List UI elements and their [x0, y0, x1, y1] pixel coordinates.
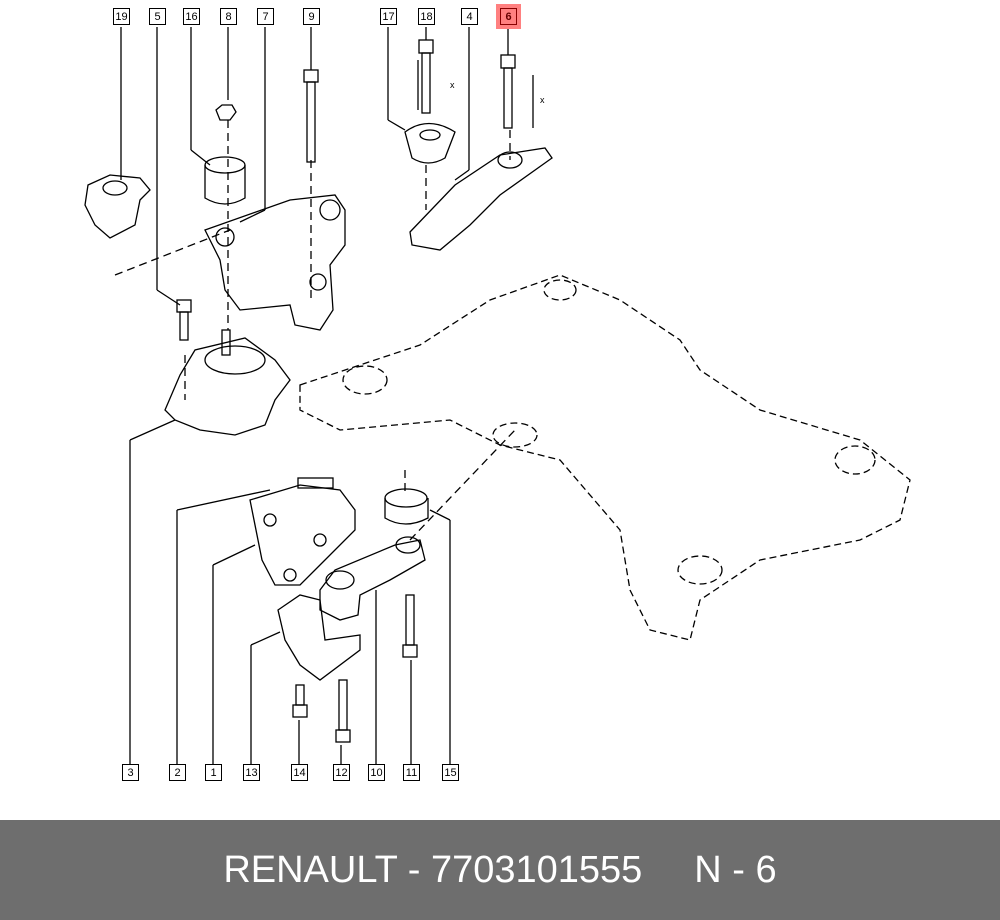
engine-mount-exploded-diagram: x x	[84, 27, 911, 764]
part-10-torque-rod	[319, 536, 426, 621]
part-18-bolt	[418, 39, 434, 114]
part-5-bolt	[176, 299, 192, 341]
callout-13[interactable]: 13	[243, 764, 260, 781]
subframe	[299, 274, 911, 641]
part-13-bracket	[277, 594, 361, 681]
callout-6-highlighted[interactable]: 6	[496, 4, 521, 29]
part-11-bolt	[402, 594, 418, 658]
callout-19[interactable]: 19	[113, 8, 130, 25]
dimension-label: x	[540, 95, 545, 105]
part-4-bracket	[409, 147, 553, 251]
leader-lines	[120, 27, 509, 764]
callout-10[interactable]: 10	[368, 764, 385, 781]
dimension-arrows	[417, 60, 534, 128]
callout-11[interactable]: 11	[403, 764, 420, 781]
part-number-label: RENAULT - 7703101555	[223, 848, 643, 891]
part-14-bolt	[292, 684, 308, 718]
part-3-engine-mount	[164, 329, 291, 436]
part-1-bracket	[249, 484, 356, 586]
part-8-nut	[215, 104, 237, 121]
part-7-bracket	[204, 194, 346, 331]
alignment-lines	[114, 120, 516, 541]
part-15-bush	[384, 488, 429, 525]
callout-17[interactable]: 17	[380, 8, 397, 25]
callout-15[interactable]: 15	[442, 764, 459, 781]
callout-14[interactable]: 14	[291, 764, 308, 781]
part-19-buffer	[84, 174, 151, 239]
callout-4[interactable]: 4	[461, 8, 478, 25]
callout-16[interactable]: 16	[183, 8, 200, 25]
part-12-bolt	[335, 679, 351, 743]
callout-18[interactable]: 18	[418, 8, 435, 25]
dimension-label: x	[450, 80, 455, 90]
part-17-bush	[404, 122, 456, 164]
part-6-bolt	[500, 54, 516, 129]
callout-8[interactable]: 8	[220, 8, 237, 25]
part-16-spacer	[204, 156, 246, 205]
reference-label: N - 6	[694, 848, 777, 891]
callout-12[interactable]: 12	[333, 764, 350, 781]
part-2-bolt	[297, 477, 334, 489]
callout-3[interactable]: 3	[122, 764, 139, 781]
part-9-bolt	[303, 69, 319, 163]
callout-2[interactable]: 2	[169, 764, 186, 781]
callout-5[interactable]: 5	[149, 8, 166, 25]
callout-7[interactable]: 7	[257, 8, 274, 25]
callout-1[interactable]: 1	[205, 764, 222, 781]
callout-9[interactable]: 9	[303, 8, 320, 25]
footer-bar: RENAULT - 7703101555 N - 6	[0, 820, 1000, 920]
